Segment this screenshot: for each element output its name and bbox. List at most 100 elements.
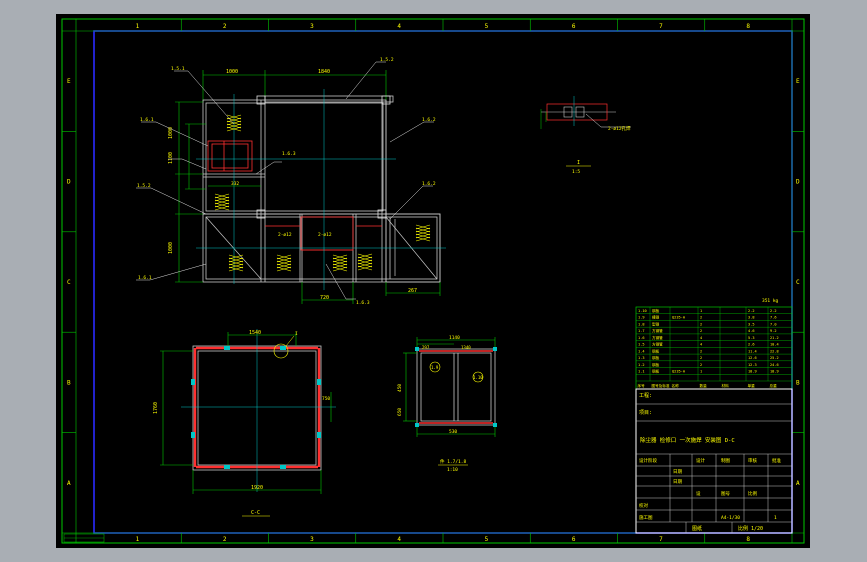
hole-note-1: 2-ø12 (278, 232, 292, 238)
bom-header-cell: 名称 (672, 383, 680, 388)
bom-cell: 方钢管 (652, 328, 663, 333)
bom-cell: 2.2 (748, 309, 755, 313)
tb-r5-0: 施工图 (639, 514, 653, 521)
row-label-right: D (796, 179, 800, 186)
bom-cell: 24.6 (770, 363, 779, 367)
bom-cell: 3.8 (748, 316, 755, 320)
col-label-top: 8 (746, 23, 750, 30)
title-block: 工程: 项目: 除尘器 检修口 一次施焊 安装图 D-C 设计阶段 设计 制图 … (635, 388, 793, 534)
bom-cell: 2 (700, 322, 702, 326)
hatch-symbol (228, 254, 244, 272)
leader-2: 1.6.1 (140, 117, 154, 123)
col-label-top: 1 (136, 23, 140, 30)
fd-title-b: 1:10 (447, 467, 458, 473)
bom-cell: 2 (700, 316, 702, 320)
fd-tag-1: 1.9 (431, 365, 439, 370)
fd-tag-circle-1 (429, 361, 441, 373)
bom-cell: 2.6 (748, 343, 755, 347)
bom-cell: 9.2 (770, 329, 777, 333)
col-label-top: 6 (572, 23, 576, 30)
col-label-bottom: 4 (397, 536, 401, 543)
col-label-bottom: 1 (136, 536, 140, 543)
hatch-symbol (214, 193, 230, 211)
col-label-top: 2 (223, 23, 227, 30)
cc-callout: I (295, 331, 298, 337)
row-label-right: A (796, 480, 800, 487)
bom-header-cell: 数量 (700, 383, 708, 388)
col-label-bottom: 8 (746, 536, 750, 543)
bom-cell: 1.4 (638, 349, 645, 353)
bom-header-cell: 总重 (770, 383, 778, 388)
bom-cell: 2 (700, 363, 702, 367)
bom-cell: 2.2 (770, 309, 777, 313)
tb-r4-3: 比例 (748, 490, 757, 497)
plan-inner-dim: 332 (231, 181, 239, 187)
bom-header-cell: 材料 (722, 383, 730, 388)
leader-6: 1.6.2 (422, 117, 436, 123)
row-label-left: B (67, 379, 71, 386)
col-label-bottom: 2 (223, 536, 227, 543)
bom-total: 351 kg (762, 298, 779, 304)
bom-cell: 21.2 (770, 336, 779, 340)
leader-9: 1.6.3 (356, 300, 370, 306)
tb-drawing-title: 除尘器 检修口 一次施焊 安装图 D-C (640, 436, 735, 444)
tb-r1-3: 审核 (748, 457, 757, 464)
bom-cell: 18.9 (770, 370, 779, 374)
col-label-bottom: 6 (572, 536, 576, 543)
cc-detail-callout-circle (273, 343, 289, 359)
bom-cell: 槽钢 (652, 315, 660, 320)
fd-side-dim-1: 450 (397, 384, 403, 392)
bom-header-cell: 序号 (638, 383, 646, 388)
bom-cell: 2 (700, 349, 702, 353)
plan-side-dim-2: 1100 (168, 152, 174, 164)
row-label-left: D (67, 179, 71, 186)
col-label-top: 4 (397, 23, 401, 30)
section-cc: 1540 1760 1920 750 I C-C (153, 329, 336, 517)
bom-cell: 25.2 (770, 356, 779, 360)
plan-view: 1000 1840 (136, 57, 446, 306)
plan-dim-1: 1000 (226, 69, 238, 75)
tb-r4-0: 校对 (639, 502, 648, 509)
leader-8: 1.6.1 (138, 275, 152, 281)
cc-bottom-dim: 1920 (251, 485, 263, 491)
bom-cell: Q235-A (672, 316, 686, 320)
tb-r5-2: A4-1/30 (721, 515, 740, 521)
detail-note: 2-ø12孔焊 (608, 125, 631, 132)
tb-r3-1: 日期 (673, 479, 682, 485)
bom-cell: 5.3 (748, 336, 755, 340)
bom-cell: 1.3 (638, 356, 645, 360)
bom-cell: 7.0 (770, 322, 777, 326)
cc-right-dim: 750 (322, 396, 330, 402)
leader-1: 1.5.1 (171, 66, 185, 72)
bom-cell: 11.4 (748, 349, 757, 353)
tb-r1-4: 批准 (772, 457, 781, 464)
cc-side-dim: 1760 (153, 402, 159, 414)
fd-tag-2: 1.10 (473, 375, 483, 380)
detail-title: I (577, 160, 580, 166)
tb-company-label: 工程: (639, 392, 652, 399)
leader-5: 1.6.2 (422, 181, 436, 187)
bom-cell: Q235-A (672, 370, 686, 374)
bom-cell: 10.4 (770, 343, 779, 347)
bom-cell: 钢板 (652, 362, 660, 367)
bom-cell: 1.9 (638, 316, 645, 320)
bom-cell: 1.10 (638, 309, 647, 313)
tb-r4-2: 图号 (721, 491, 730, 497)
bom-cell: 7.6 (770, 316, 777, 320)
row-label-right: B (796, 379, 800, 386)
fd-bottom-dim: 530 (449, 429, 457, 435)
col-label-bottom: 3 (310, 536, 314, 543)
leader-7: 1.5.2 (380, 57, 394, 63)
bom-cell: 1.8 (638, 322, 645, 326)
hatch-symbol (332, 254, 348, 272)
bom-cell: 2 (700, 329, 702, 333)
hatch-symbol (276, 254, 292, 272)
frame-detail: 1140 297 1340 450 650 530 1.9 1.10 件 1.7… (397, 335, 497, 473)
leader-3: 1.5.2 (137, 183, 151, 189)
tb-sheet-label: 图纸 (692, 525, 702, 532)
bom-cell: 2 (700, 356, 702, 360)
col-label-top: 7 (659, 23, 663, 30)
fd-side-dim-2: 650 (397, 408, 403, 416)
